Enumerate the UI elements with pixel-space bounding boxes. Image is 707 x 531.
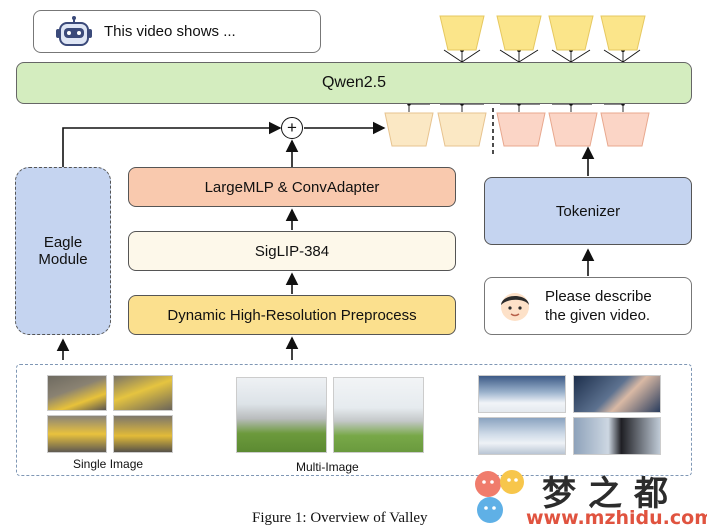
single-image-tile-4: [113, 415, 173, 453]
tokenizer-block: Tokenizer: [484, 177, 692, 245]
multi-image-1: [236, 377, 327, 453]
eagle-label-line2: Module: [38, 251, 88, 268]
encoder-block: SigLIP-384: [128, 231, 456, 271]
prompt-bubble: Please describe the given video.: [484, 277, 692, 335]
output-token-2: [496, 15, 542, 51]
visual-tokens: [384, 112, 487, 147]
preprocess-block: Dynamic High-Resolution Preprocess: [128, 295, 456, 335]
visual-token-2: [437, 112, 487, 147]
llm-block: Qwen2.5: [16, 62, 692, 104]
video-frame-4: [573, 417, 661, 455]
fusion-plus: +: [281, 117, 303, 139]
text-tokens: [496, 112, 650, 147]
watermark: 梦之都 www.mzhidu.com: [470, 466, 707, 531]
adapter-label: LargeMLP & ConvAdapter: [204, 178, 380, 196]
visual-token-1: [384, 112, 434, 147]
eagle-module: Eagle Module: [15, 167, 111, 335]
watermark-logo-icon: [475, 470, 524, 523]
video-frame-1: [478, 375, 566, 413]
prompt-line1: Please describe: [545, 288, 652, 305]
output-token-1: [439, 15, 485, 51]
output-text: This video shows ...: [104, 23, 236, 40]
video-frame-2: [573, 375, 661, 413]
text-token-2: [548, 112, 598, 147]
adapter-block: LargeMLP & ConvAdapter: [128, 167, 456, 207]
video-frame-3: [478, 417, 566, 455]
output-token-3: [548, 15, 594, 51]
tokenizer-label: Tokenizer: [555, 202, 621, 220]
figure-caption: Figure 1: Overview of Valley: [252, 510, 428, 526]
single-image-tile-1: [47, 375, 107, 411]
text-token-3: [600, 112, 650, 147]
text-token-1: [496, 112, 546, 147]
single-image-caption: Single Image: [73, 457, 144, 471]
watermark-url: www.mzhidu.com: [526, 507, 707, 529]
prompt-text: Please describe the given video.: [545, 287, 652, 325]
input-panel: [16, 364, 692, 476]
output-bubble: This video shows ...: [33, 10, 321, 53]
output-tokens: [439, 15, 646, 51]
fusion-symbol: +: [287, 118, 297, 137]
robot-icon: [56, 15, 92, 46]
eagle-label-line1: Eagle: [43, 234, 83, 251]
single-image-tile-3: [47, 415, 107, 453]
multi-image-2: [333, 377, 424, 453]
single-image-tile-2: [113, 375, 173, 411]
preprocess-label: Dynamic High-Resolution Preprocess: [167, 306, 417, 324]
user-avatar-icon: [501, 293, 529, 321]
watermark-brand: 梦之都: [542, 474, 680, 514]
output-token-4: [600, 15, 646, 51]
encoder-label: SigLIP-384: [254, 242, 330, 260]
multi-image-caption: Multi-Image: [296, 460, 359, 474]
prompt-line2: the given video.: [545, 307, 651, 324]
llm-label: Qwen2.5: [321, 74, 387, 91]
